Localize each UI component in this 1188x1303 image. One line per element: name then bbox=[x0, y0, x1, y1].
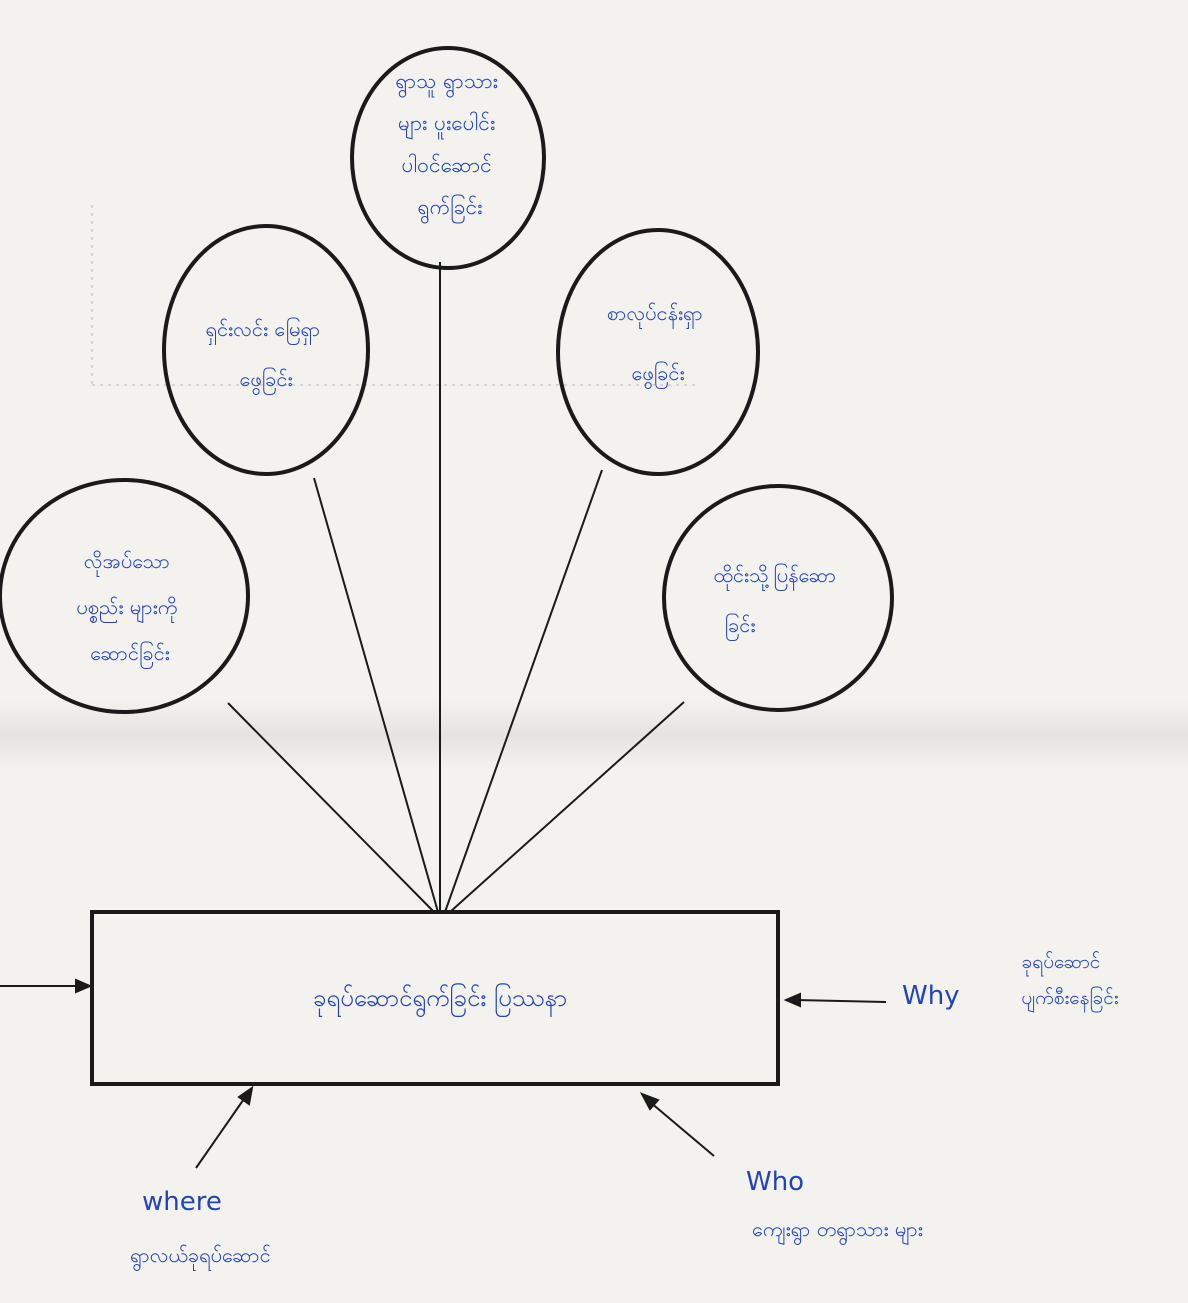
bubble-lower-left-text: လိုအပ်သော ပစ္စည်း များကို ဆောင်ခြင်း bbox=[76, 549, 183, 669]
arrows bbox=[0, 978, 887, 1169]
arrow-why-line bbox=[795, 999, 887, 1003]
arrow-where-head bbox=[237, 1085, 254, 1106]
where-keyword: where bbox=[142, 1187, 222, 1217]
who-label-text: ကျေးရွာ တရွာသား များ bbox=[752, 1217, 923, 1245]
bubble-upper-right-text: စာလုပ်ငန်းရှာ ဖွေခြင်း bbox=[607, 301, 709, 389]
connector-upper-left bbox=[313, 477, 439, 913]
bubble-top bbox=[350, 46, 546, 270]
connector-lower-left bbox=[227, 702, 435, 913]
bubble-upper-right bbox=[556, 228, 760, 476]
center-box bbox=[90, 910, 780, 1086]
bubble-upper-left-text: ရှင်းလင်း မြေရှာ ဖွေခြင်း bbox=[205, 317, 326, 395]
connector-lower-right bbox=[449, 701, 685, 913]
bubble-lower-left bbox=[0, 478, 250, 714]
connector-upper-right bbox=[444, 469, 603, 913]
bubble-lower-right bbox=[662, 484, 894, 712]
bubble-lower-right-text: ထိုင်းသို့ပြန်ဆော ခြင်း bbox=[713, 563, 842, 641]
arrow-left-head bbox=[75, 978, 93, 994]
arrow-why-head bbox=[783, 992, 801, 1008]
center-box-text: ခုရပ်ဆောင်ရွက်ခြင်း ပြဿနာ bbox=[313, 982, 567, 1018]
why-keyword: Why bbox=[902, 981, 960, 1011]
bubble-upper-left bbox=[162, 224, 370, 476]
who-keyword: Who bbox=[746, 1167, 804, 1197]
connectors bbox=[227, 262, 685, 913]
bubbles bbox=[0, 46, 894, 714]
arrow-where-line bbox=[195, 1095, 247, 1169]
bubble-top-text: ရွာသူ ရွာသား များ ပူးပေါင်း ပါဝင်ဆောင် ရ… bbox=[395, 69, 504, 225]
where-label-text: ရွာလယ်ခုရပ်ဆောင် bbox=[130, 1243, 271, 1271]
why-label-text: ခုရပ်ဆောင် ပျက်စီးနေခြင်း bbox=[1021, 950, 1118, 1013]
paper-fold-shadow bbox=[0, 700, 1188, 770]
faint-background-rules bbox=[91, 205, 700, 386]
arrow-who-line bbox=[649, 1101, 715, 1157]
arrow-who-head bbox=[639, 1092, 660, 1111]
